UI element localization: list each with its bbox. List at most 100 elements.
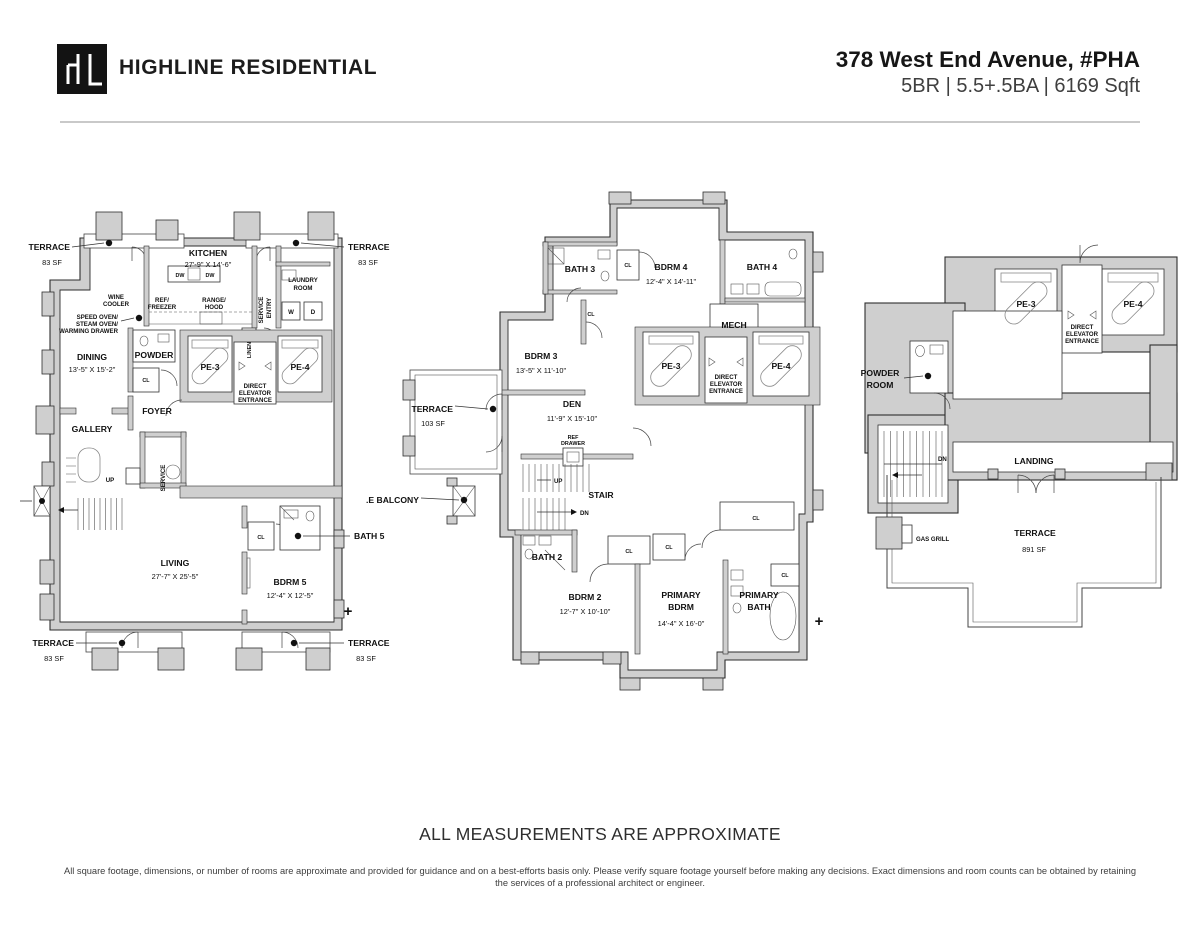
den-dim: 11'-9" X 15'-10": [547, 414, 598, 423]
plan2-leaders: [420, 405, 497, 504]
landing-label: LANDING: [1014, 456, 1053, 466]
stair-dn-label: DN: [938, 456, 947, 463]
gas-grill-label: GAS GRILL: [916, 536, 949, 543]
speed-oven-label: SPEED OVEN/: [77, 314, 119, 321]
speed-oven-label3: WARMING DRAWER: [59, 328, 119, 335]
powder-label: POWDER: [135, 350, 174, 360]
dryer-label: D: [311, 309, 316, 316]
powder-room-label: POWDER: [861, 368, 900, 378]
plus-marker: +: [344, 603, 353, 620]
gallery-label: GALLERY: [72, 424, 113, 434]
foyer-label: FOYER: [142, 406, 172, 416]
living-dim: 27'-7" X 25'-5": [152, 572, 199, 581]
plan2-walls: [402, 191, 824, 691]
primary-bath-label2: BATH: [747, 602, 770, 612]
den-label: DEN: [563, 399, 581, 409]
bdrm2-dim: 12'-7" X 10'-10": [560, 607, 611, 616]
bdrm2-label: BDRM 2: [569, 592, 602, 602]
closet-label: CL: [257, 535, 265, 541]
primary-bdrm-label: PRIMARY: [661, 590, 701, 600]
listing-specs: 5BR | 5.5+.5BA | 6169 Sqft: [901, 75, 1140, 97]
pe3-label: PE-3: [1016, 299, 1035, 309]
washer-label: W: [288, 309, 294, 316]
direct-elevator-label3: ENTRANCE: [238, 397, 272, 404]
listing-header: 378 West End Avenue, #PHA 5BR | 5.5+.5BA…: [836, 46, 1140, 99]
closet-label: CL: [665, 545, 673, 551]
terrace-tr-label: TERRACE: [348, 242, 390, 252]
floorplan-main-level: TERRACE 83 SF TERRACE 83 SF KITCHEN 27'-…: [20, 200, 410, 680]
primary-bdrm-dim: 14'-4" X 16'-0": [658, 619, 705, 628]
bdrm3-dim: 13'-5" X 11'-10": [516, 366, 567, 375]
powder-room-label2: ROOM: [867, 380, 894, 390]
floorplan-bedroom-level: BATH 3 CL BDRM 4 12'-4" X 14'-11" BATH 4…: [366, 191, 835, 692]
brand-logo-icon: [57, 44, 107, 94]
ref-freezer-label: REF/: [155, 297, 169, 304]
dining-label: DINING: [77, 352, 107, 362]
terrace-tl-label: TERRACE: [28, 242, 70, 252]
direct-elevator-label3: ENTRANCE: [1065, 338, 1099, 345]
plan1-leaders: [71, 239, 350, 647]
closet-label: CL: [625, 549, 633, 555]
terrace-tr-area: 83 SF: [358, 258, 378, 267]
closet-label: CL: [752, 516, 760, 522]
terrace-bl-area: 83 SF: [44, 654, 64, 663]
pe4-label: PE-4: [771, 361, 790, 371]
closet-label: CL: [624, 263, 632, 269]
plan3-labels: PE-3 PE-4 DIRECT ELEVATOR ENTRANCE POWDE…: [861, 299, 1143, 554]
direct-elevator-label2: ELEVATOR: [710, 381, 743, 388]
service-entry-label: SERVICE: [258, 297, 265, 324]
direct-elevator-label3: ENTRANCE: [709, 388, 743, 395]
ref-drawer-label2: DRAWER: [561, 441, 585, 447]
bdrm5-dim: 12'-4" X 12'-5": [267, 591, 314, 600]
terrace-br-area: 83 SF: [356, 654, 376, 663]
stair-dn-label: DN: [580, 510, 589, 517]
wine-cooler-label: WINE: [108, 294, 124, 301]
dw-label: DW: [206, 273, 216, 279]
floorplan-terrace-level: PE-3 PE-4 DIRECT ELEVATOR ENTRANCE POWDE…: [850, 244, 1190, 645]
bdrm4-label: BDRM 4: [655, 262, 688, 272]
bath2-label: BATH 2: [532, 552, 563, 562]
living-label: LIVING: [161, 558, 190, 568]
laundry-label2: ROOM: [294, 285, 313, 292]
terrace-br-label: TERRACE: [348, 638, 390, 648]
stair-label: STAIR: [588, 490, 614, 500]
plan1-labels: TERRACE 83 SF TERRACE 83 SF KITCHEN 27'-…: [28, 242, 389, 663]
measurements-note: ALL MEASUREMENTS ARE APPROXIMATE: [419, 824, 781, 844]
laundry-label: LAUNDRY: [288, 277, 318, 284]
speed-oven-label2: STEAM OVEN/: [76, 321, 118, 328]
pe3-label: PE-3: [661, 361, 680, 371]
range-hood-label: RANGE/: [202, 297, 226, 304]
dw-label: DW: [176, 273, 186, 279]
direct-elevator-label: DIRECT: [244, 383, 267, 390]
bdrm3-label: BDRM 3: [525, 351, 558, 361]
plan2-labels: BATH 3 CL BDRM 4 12'-4" X 14'-11" BATH 4…: [366, 262, 824, 630]
closet-label: CL: [781, 573, 789, 579]
bath5-label: BATH 5: [354, 531, 385, 541]
header-divider: [60, 121, 1140, 123]
plan1-walls: [20, 211, 345, 671]
plus-marker: +: [815, 613, 824, 630]
hl-logo-glyph: [66, 54, 102, 86]
direct-elevator-label: DIRECT: [715, 374, 738, 381]
terrace3-label: TERRACE: [1014, 528, 1056, 538]
pe4-label: PE-4: [290, 362, 309, 372]
mech-label: MECH: [721, 320, 746, 330]
bdrm5-label: BDRM 5: [274, 577, 307, 587]
service-room-label: SERVICE: [160, 465, 167, 492]
pe3-label: PE-3: [200, 362, 219, 372]
balcony-label: .E BALCONY: [366, 495, 419, 505]
disclaimer-line-1: All square footage, dimensions, or numbe…: [64, 866, 1136, 876]
disclaimer: All square footage, dimensions, or numbe…: [30, 866, 1170, 889]
terrace2-area: 103 SF: [421, 419, 445, 428]
listing-address: 378 West End Avenue, #PHA: [835, 47, 1140, 72]
linen-label: LINEN: [247, 342, 253, 358]
stair-up-label: UP: [106, 477, 114, 484]
terrace-bl-label: TERRACE: [32, 638, 74, 648]
disclaimer-line-2: the services of a professional architect…: [495, 877, 705, 888]
brand-name: HIGHLINE RESIDENTIAL: [119, 56, 378, 79]
terrace3-area: 891 SF: [1022, 545, 1046, 554]
closet-label: CL: [142, 378, 150, 384]
ref-freezer-label2: FREEZER: [148, 304, 177, 311]
kitchen-label: KITCHEN: [189, 248, 227, 258]
